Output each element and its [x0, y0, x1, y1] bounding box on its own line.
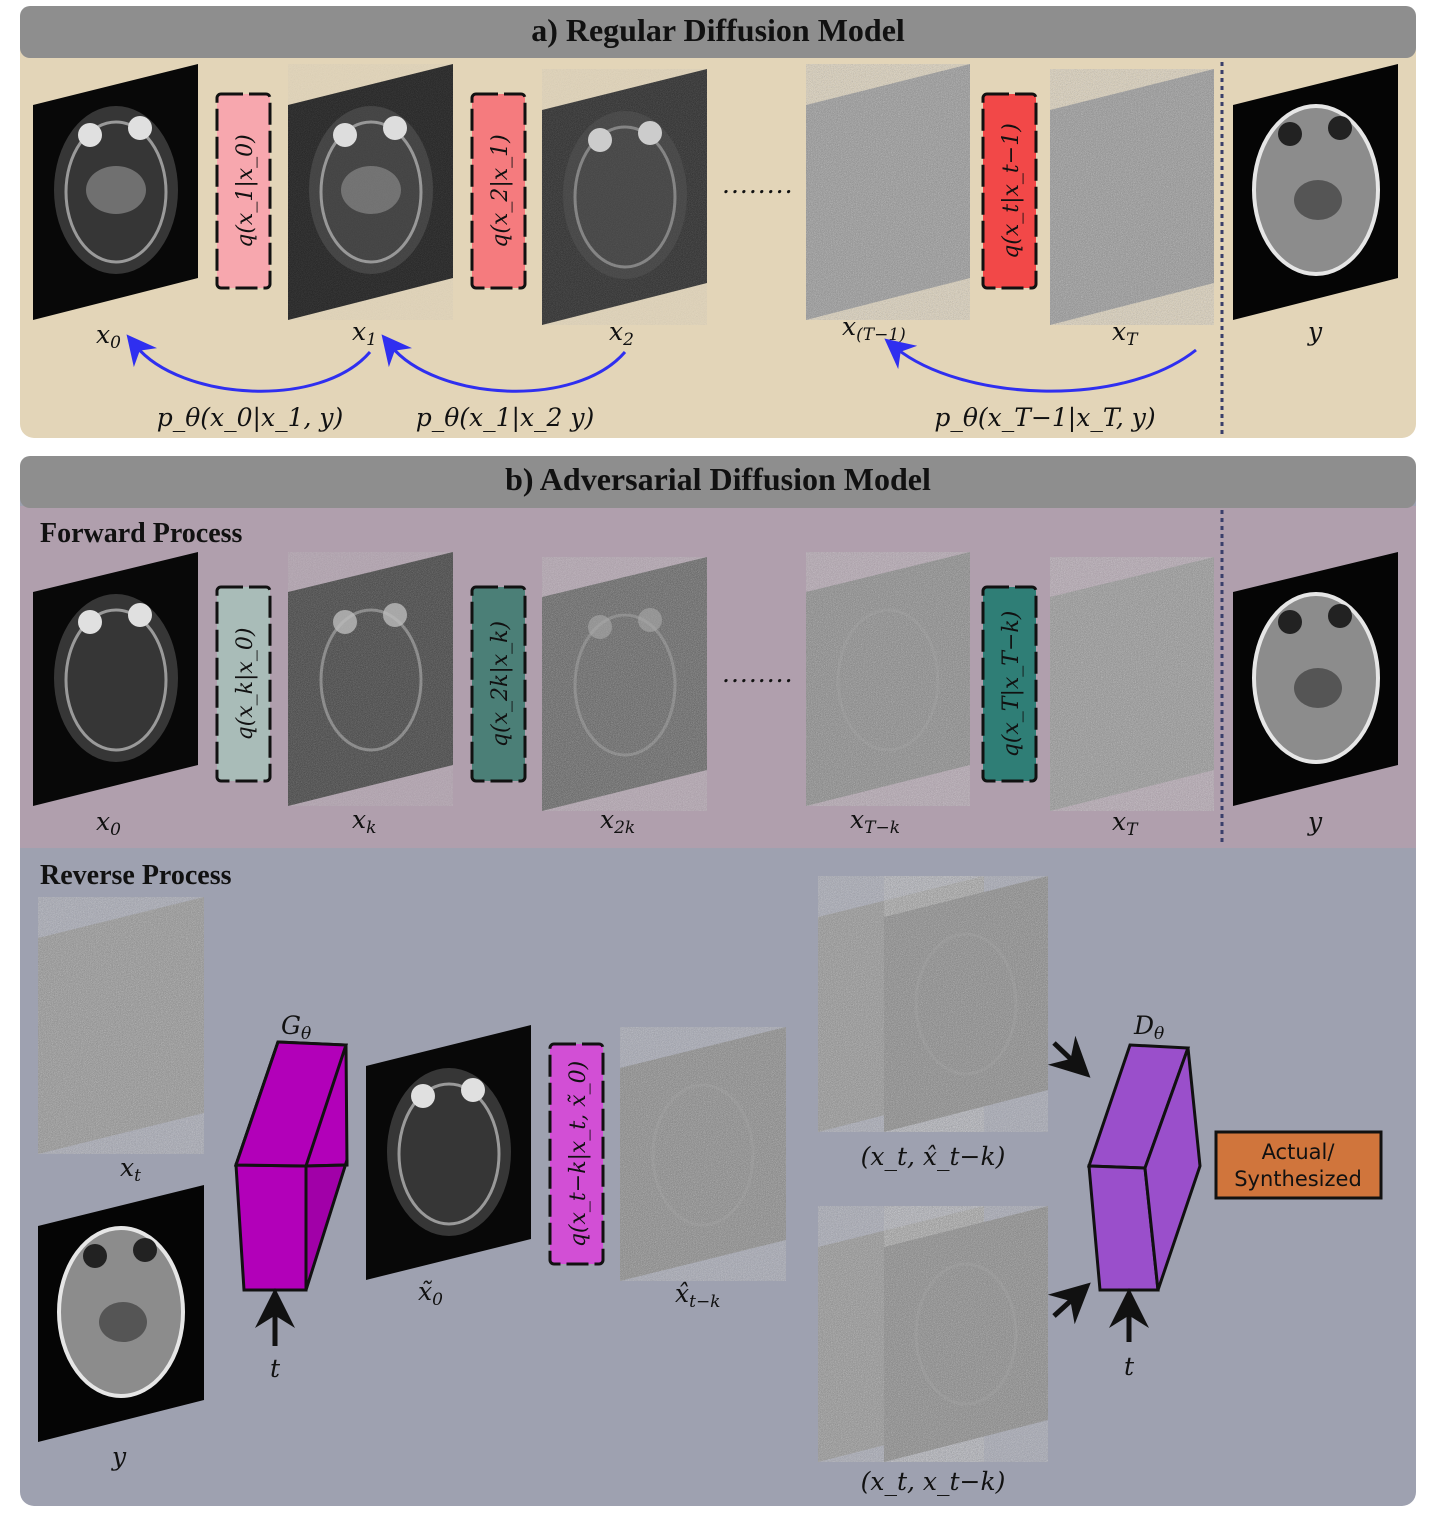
label-x2k-f: x2k [600, 805, 635, 838]
output-box: Actual/ Synthesized [1214, 1130, 1383, 1200]
pair-real [818, 1206, 1048, 1462]
panel-regular-header [20, 6, 1416, 58]
label-y-a: y [1307, 317, 1323, 346]
reverse-inputs: xt y [38, 897, 204, 1471]
mri-image-y [1233, 64, 1398, 320]
reverse-arrow-3 [884, 338, 1197, 393]
mri-image-x2 [542, 69, 707, 325]
pair-fake-label: (x_t, x̂_t−k) [861, 1142, 1006, 1171]
reverse-arrow-1 [126, 334, 372, 393]
svg-text:q(x_2|x_1): q(x_2|x_1) [488, 134, 513, 247]
mri-image-x1 [288, 64, 453, 320]
noise-image-xhat [620, 1027, 786, 1281]
q-box-f3: q(x_T|x_T−k) [981, 585, 1038, 783]
svg-text:q(x_2k|x_k): q(x_2k|x_k) [488, 621, 513, 747]
forward-images: x0 xk x2k xT−k xT y ........ [33, 552, 1398, 840]
reverse-label-3: p_θ(x_T−1|x_T, y) [934, 403, 1155, 433]
regular-reverse-arrows: p_θ(x_0|x_1, y) p_θ(x_1|x_2 y) p_θ(x_T−1… [126, 334, 1197, 433]
svg-text:q(x_T|x_T−k): q(x_T|x_T−k) [999, 611, 1024, 758]
forward-q-boxes: q(x_k|x_0) q(x_2k|x_k) q(x_T|x_T−k) [215, 585, 1038, 783]
reverse-arrow-2 [381, 334, 627, 393]
ellipsis-a: ........ [722, 170, 794, 199]
noise-image-fxT [1050, 557, 1214, 811]
mri-image-x0 [33, 64, 198, 320]
mri-image-fy [1233, 552, 1398, 806]
mri-image-ry [38, 1185, 204, 1442]
q-box-a2: q(x_2|x_1) [470, 92, 527, 290]
label-y-r: y [111, 1442, 127, 1471]
reverse-process-title: Reverse Process [40, 860, 232, 891]
pair-real-label: (x_t, x_t−k) [861, 1467, 1006, 1496]
noise-image-xt [38, 897, 204, 1154]
mri-image-fx0 [33, 552, 198, 806]
noise-image-fxT-k [806, 552, 970, 806]
discriminator-time-label: t [1124, 1352, 1135, 1381]
svg-text:q(x_k|x_0): q(x_k|x_0) [233, 628, 258, 741]
mri-image-x0-est [366, 1025, 531, 1280]
generator-block: Gθ t [233, 1011, 349, 1383]
panel-regular-title: a) Regular Diffusion Model [531, 12, 905, 48]
output-line-2: Synthesized [1234, 1167, 1362, 1191]
forward-process-title: Forward Process [40, 518, 243, 549]
reverse-label-2: p_θ(x_1|x_2 y) [416, 403, 595, 433]
svg-text:q(x_t|x_t−1): q(x_t|x_t−1) [999, 123, 1024, 259]
q-box-f2: q(x_2k|x_k) [470, 585, 527, 783]
noise-image-xT-1 [806, 64, 970, 320]
panel-adversarial-header [20, 456, 1416, 508]
noise-image-xT [1050, 69, 1214, 325]
ellipsis-f: ........ [722, 659, 794, 688]
regular-images: x0 x1 x2 x(T−1) xT y ........ [33, 64, 1398, 353]
q-box-reverse: q(x_t−k|x_t, x̃_0) [548, 1042, 605, 1266]
arrow-fake-to-disc [1047, 1035, 1091, 1078]
q-box-a3: q(x_t|x_t−1) [981, 92, 1038, 290]
arrow-real-to-disc [1047, 1282, 1091, 1325]
output-line-1: Actual/ [1262, 1140, 1336, 1164]
regular-q-boxes: q(x_1|x_0) q(x_2|x_1) q(x_t|x_t−1) [215, 92, 1038, 290]
discriminator-block: Dθ t [1086, 1011, 1202, 1381]
q-box-a1: q(x_1|x_0) [215, 92, 272, 290]
pair-fake [818, 876, 1048, 1132]
panel-adversarial-title: b) Adversarial Diffusion Model [505, 461, 931, 497]
generator-time-label: t [270, 1354, 281, 1383]
mri-image-fxk [288, 552, 453, 806]
mri-image-fx2k [542, 557, 707, 811]
q-box-f1: q(x_k|x_0) [215, 585, 272, 783]
reverse-label-1: p_θ(x_0|x_1, y) [157, 403, 344, 433]
label-y-f: y [1307, 807, 1323, 836]
svg-text:q(x_t−k|x_t, x̃_0): q(x_t−k|x_t, x̃_0) [566, 1061, 591, 1247]
svg-text:q(x_1|x_0): q(x_1|x_0) [233, 134, 258, 247]
